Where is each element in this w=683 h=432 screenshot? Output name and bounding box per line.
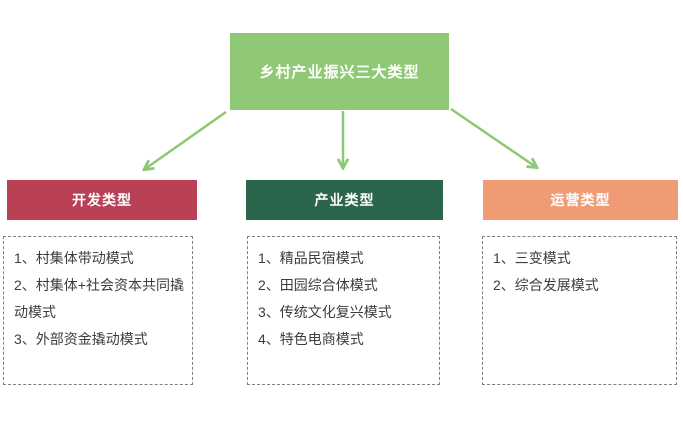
branch-list-industry: 1、精品民宿模式 2、田园综合体模式 3、传统文化复兴模式 4、特色电商模式	[247, 236, 440, 385]
branch-header-operation-label: 运营类型	[550, 192, 611, 208]
list-item: 2、综合发展模式	[493, 277, 599, 293]
branch-header-operation: 运营类型	[483, 180, 678, 220]
list-item: 2、村集体+社会资本共同撬动模式	[14, 277, 184, 320]
branch-header-development: 开发类型	[7, 180, 197, 220]
list-item: 3、外部资金撬动模式	[14, 331, 148, 347]
list-item: 1、村集体带动模式	[14, 250, 134, 266]
list-item: 1、精品民宿模式	[258, 250, 364, 266]
list-item: 2、田园综合体模式	[258, 277, 378, 293]
branch-list-operation: 1、三变模式 2、综合发展模式	[482, 236, 677, 385]
branch-header-industry: 产业类型	[246, 180, 443, 220]
branch-header-industry-label: 产业类型	[314, 192, 375, 208]
branch-header-development-label: 开发类型	[72, 192, 132, 208]
list-item: 4、特色电商模式	[258, 331, 364, 347]
arrow-to-operation	[450, 107, 536, 167]
list-item: 3、传统文化复兴模式	[258, 304, 392, 320]
arrow-to-development	[145, 110, 227, 169]
root-node: 乡村产业振兴三大类型	[230, 33, 449, 110]
list-item: 1、三变模式	[493, 250, 571, 266]
branch-list-development: 1、村集体带动模式 2、村集体+社会资本共同撬动模式 3、外部资金撬动模式	[3, 236, 193, 385]
root-node-title: 乡村产业振兴三大类型	[259, 64, 420, 81]
